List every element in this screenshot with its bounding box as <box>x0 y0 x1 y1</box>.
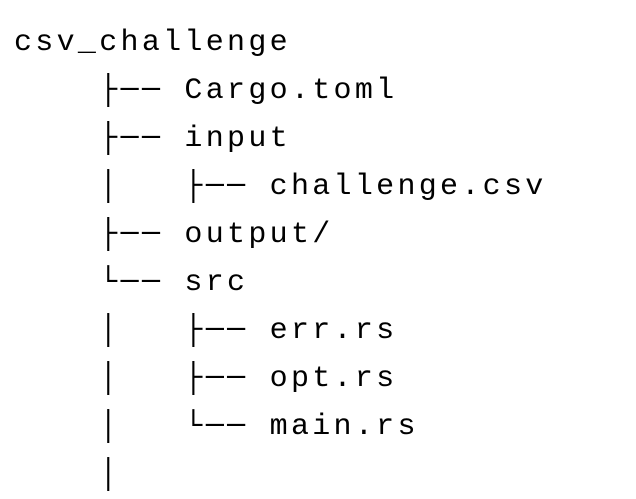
tree-line-cargo-toml: ├── Cargo.toml <box>14 74 398 108</box>
tree-line-root: csv_challenge <box>14 26 291 60</box>
directory-tree-text: csv_challenge ├── Cargo.toml ├── input │… <box>14 19 547 499</box>
tree-line-input: ├── input <box>14 122 291 156</box>
tree-line-opt-rs: │ ├── opt.rs <box>14 362 398 396</box>
tree-line-main-rs: │ └── main.rs <box>14 410 419 444</box>
tree-line-src: └── src <box>14 266 249 300</box>
tree-line-err-rs: │ ├── err.rs <box>14 314 398 348</box>
directory-tree-figure: csv_challenge ├── Cargo.toml ├── input │… <box>14 26 544 492</box>
tree-line-challenge-csv: │ ├── challenge.csv <box>14 170 547 204</box>
tree-line-trailing-pipe: │ <box>14 458 121 492</box>
tree-line-output: ├── output/ <box>14 218 334 252</box>
